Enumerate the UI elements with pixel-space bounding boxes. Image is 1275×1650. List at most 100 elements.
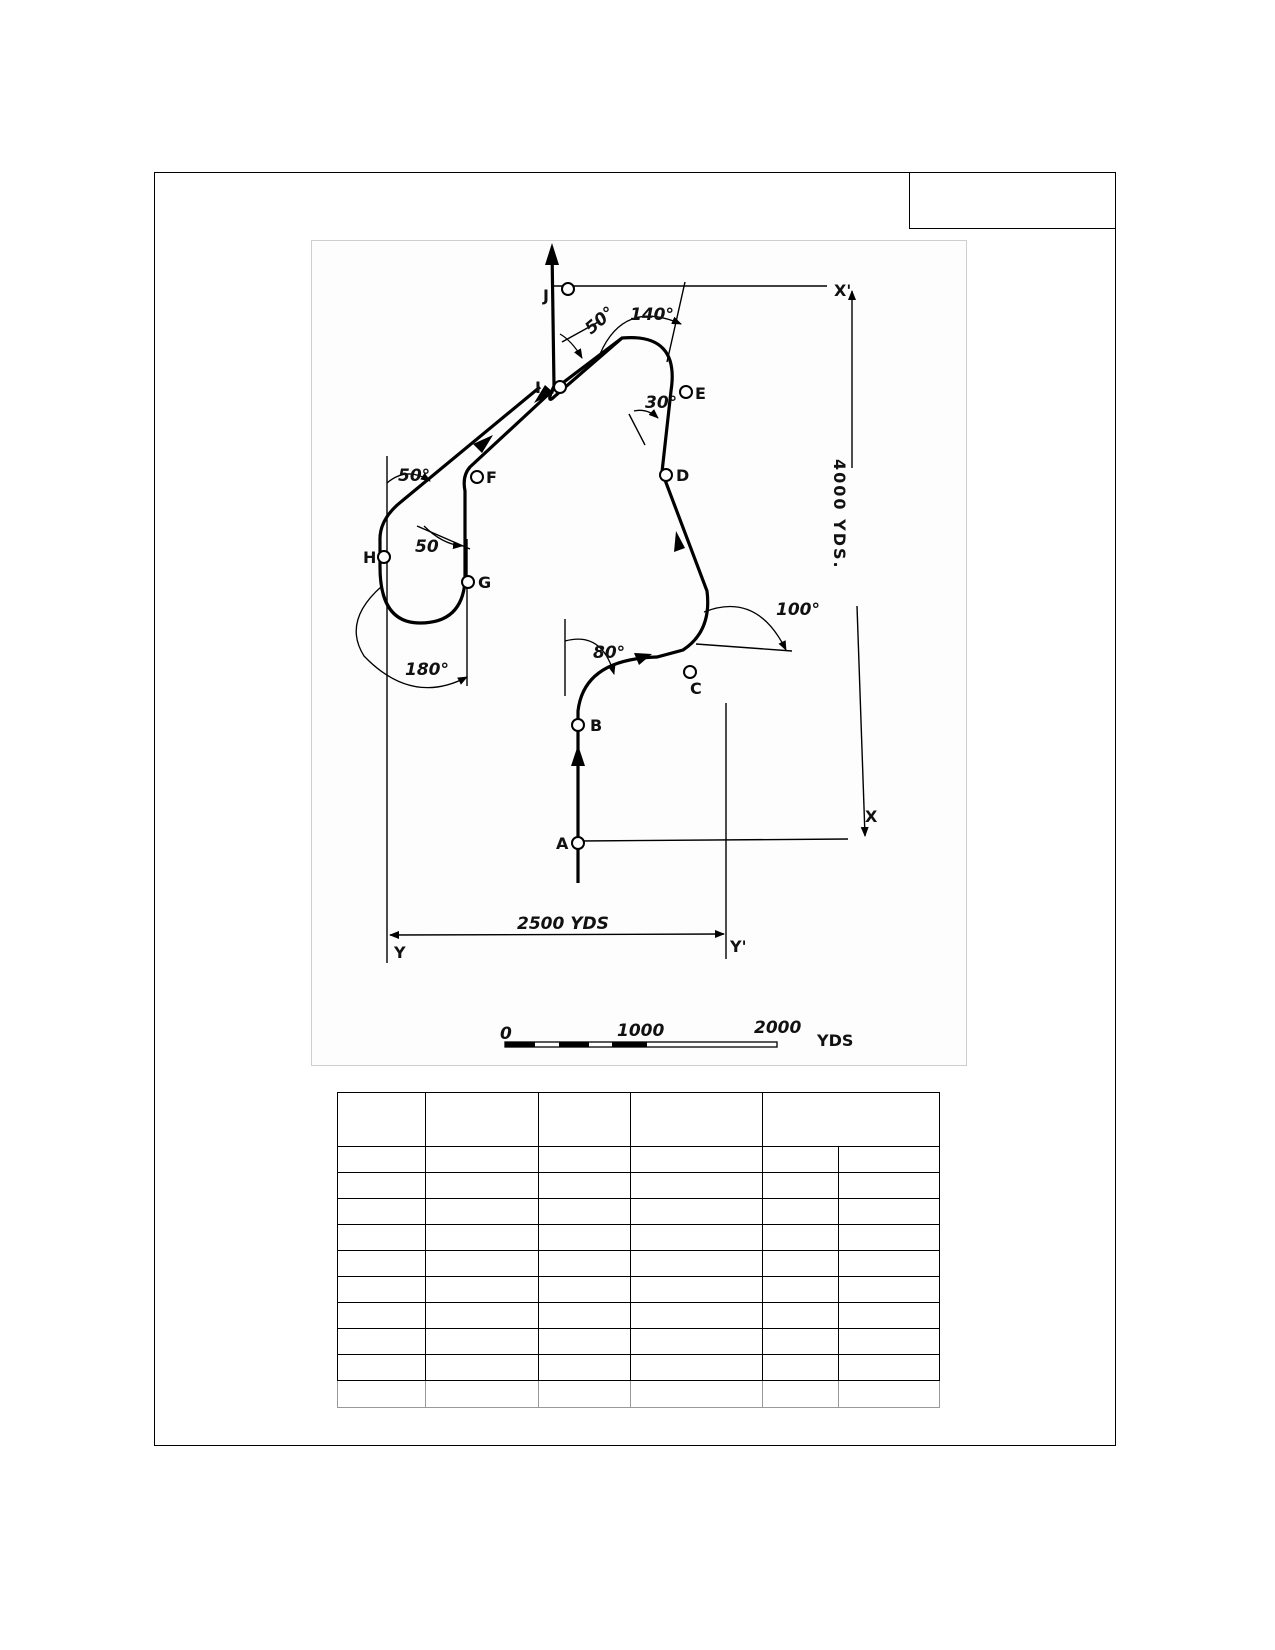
- table-cell: [425, 1250, 539, 1277]
- point-d-label: D: [676, 466, 689, 485]
- table-cell: [838, 1354, 940, 1381]
- table-row: [337, 1250, 940, 1277]
- station-f-marker: [470, 470, 484, 484]
- data-table: [337, 1092, 940, 1408]
- axis-y-label: Y: [393, 943, 406, 962]
- station-h-marker: [377, 550, 391, 564]
- table-cell: [762, 1172, 839, 1199]
- table-cell: [538, 1302, 631, 1329]
- table-cell: [425, 1276, 539, 1303]
- table-cell: [538, 1198, 631, 1225]
- table-cell: [425, 1224, 539, 1251]
- table-cell: [337, 1302, 426, 1329]
- angle-label-cd: 100°: [776, 600, 820, 620]
- angle-label-hf: 50°: [398, 466, 430, 486]
- table-cell: [337, 1146, 426, 1173]
- table-row: [337, 1380, 940, 1408]
- table-cell: [538, 1146, 631, 1173]
- table-cell: [762, 1198, 839, 1225]
- table-cell: [762, 1224, 839, 1251]
- angle-arcs: [355, 315, 787, 689]
- table-cell: [425, 1328, 539, 1355]
- scale-zero-label: 0: [500, 1024, 512, 1044]
- table-cell: [425, 1302, 539, 1329]
- table-cell: [838, 1224, 940, 1251]
- table-cell: [425, 1146, 539, 1173]
- station-e-marker: [679, 385, 693, 399]
- table-cell: [425, 1354, 539, 1381]
- scale-bar: [504, 1041, 778, 1048]
- table-cell: [630, 1302, 763, 1329]
- page-frame: [154, 172, 1116, 1446]
- angle-label-ij: 50°: [581, 303, 619, 339]
- point-f-label: F: [486, 468, 497, 487]
- angle-label-de: 30°: [645, 393, 677, 413]
- point-a-label: A: [556, 834, 569, 853]
- table-cell: [838, 1276, 940, 1303]
- angle-label-cb: 80°: [593, 643, 625, 663]
- table-cell: [337, 1198, 426, 1225]
- table-cell: [762, 1092, 940, 1147]
- table-cell: [630, 1250, 763, 1277]
- table-cell: [425, 1172, 539, 1199]
- station-c-marker: [683, 665, 697, 679]
- table-cell: [538, 1172, 631, 1199]
- station-i-marker: [553, 380, 567, 394]
- table-cell: [538, 1380, 631, 1408]
- point-i-label: I: [535, 378, 541, 397]
- table-cell: [838, 1146, 940, 1173]
- station-j-marker: [561, 282, 575, 296]
- point-b-label: B: [590, 716, 602, 735]
- table-cell: [337, 1250, 426, 1277]
- table-header-row: [337, 1092, 940, 1147]
- station-g-marker: [461, 575, 475, 589]
- table-row: [337, 1172, 940, 1199]
- point-c-label: C: [690, 679, 702, 698]
- table-cell: [762, 1276, 839, 1303]
- axis-y-prime-label: Y': [729, 937, 746, 956]
- table-cell: [838, 1250, 940, 1277]
- scale-unit-label: YDS: [816, 1031, 853, 1050]
- table-cell: [762, 1146, 839, 1173]
- table-cell: [838, 1380, 940, 1408]
- table-cell: [630, 1354, 763, 1381]
- table-cell: [838, 1198, 940, 1225]
- table-row: [337, 1302, 940, 1329]
- table-cell: [838, 1172, 940, 1199]
- table-cell: [538, 1276, 631, 1303]
- table-cell: [538, 1354, 631, 1381]
- track-arrows: [473, 243, 685, 766]
- table-cell: [630, 1172, 763, 1199]
- table-cell: [337, 1276, 426, 1303]
- x-line: [578, 838, 849, 842]
- axis-x-label: X: [865, 807, 878, 826]
- table-cell: [762, 1250, 839, 1277]
- dimension-lines: [389, 290, 869, 939]
- table-row: [337, 1354, 940, 1381]
- table-cell: [762, 1354, 839, 1381]
- table-cell: [630, 1276, 763, 1303]
- table-row: [337, 1224, 940, 1251]
- station-a-marker: [571, 836, 585, 850]
- table-cell: [630, 1328, 763, 1355]
- table-row: [337, 1146, 940, 1173]
- corner-box: [909, 172, 1116, 229]
- table-cell: [337, 1354, 426, 1381]
- angle-label-gf: 50: [415, 537, 439, 557]
- table-row: [337, 1276, 940, 1303]
- point-h-label: H: [363, 548, 376, 567]
- table-cell: [337, 1380, 426, 1408]
- point-j-label: J: [542, 286, 549, 305]
- table-cell: [425, 1380, 539, 1408]
- point-e-label: E: [695, 384, 706, 403]
- horizontal-dimension-label: 2500 YDS: [517, 914, 609, 934]
- table-cell: [838, 1328, 940, 1355]
- scale-mid-label: 1000: [617, 1021, 664, 1041]
- scale-max-label: 2000: [754, 1018, 801, 1038]
- station-markers: [377, 282, 697, 850]
- table-cell: [538, 1328, 631, 1355]
- table-cell: [337, 1172, 426, 1199]
- table-cell: [762, 1302, 839, 1329]
- data-table-wrapper: [337, 1092, 940, 1408]
- angle-label-ej: 140°: [630, 305, 674, 325]
